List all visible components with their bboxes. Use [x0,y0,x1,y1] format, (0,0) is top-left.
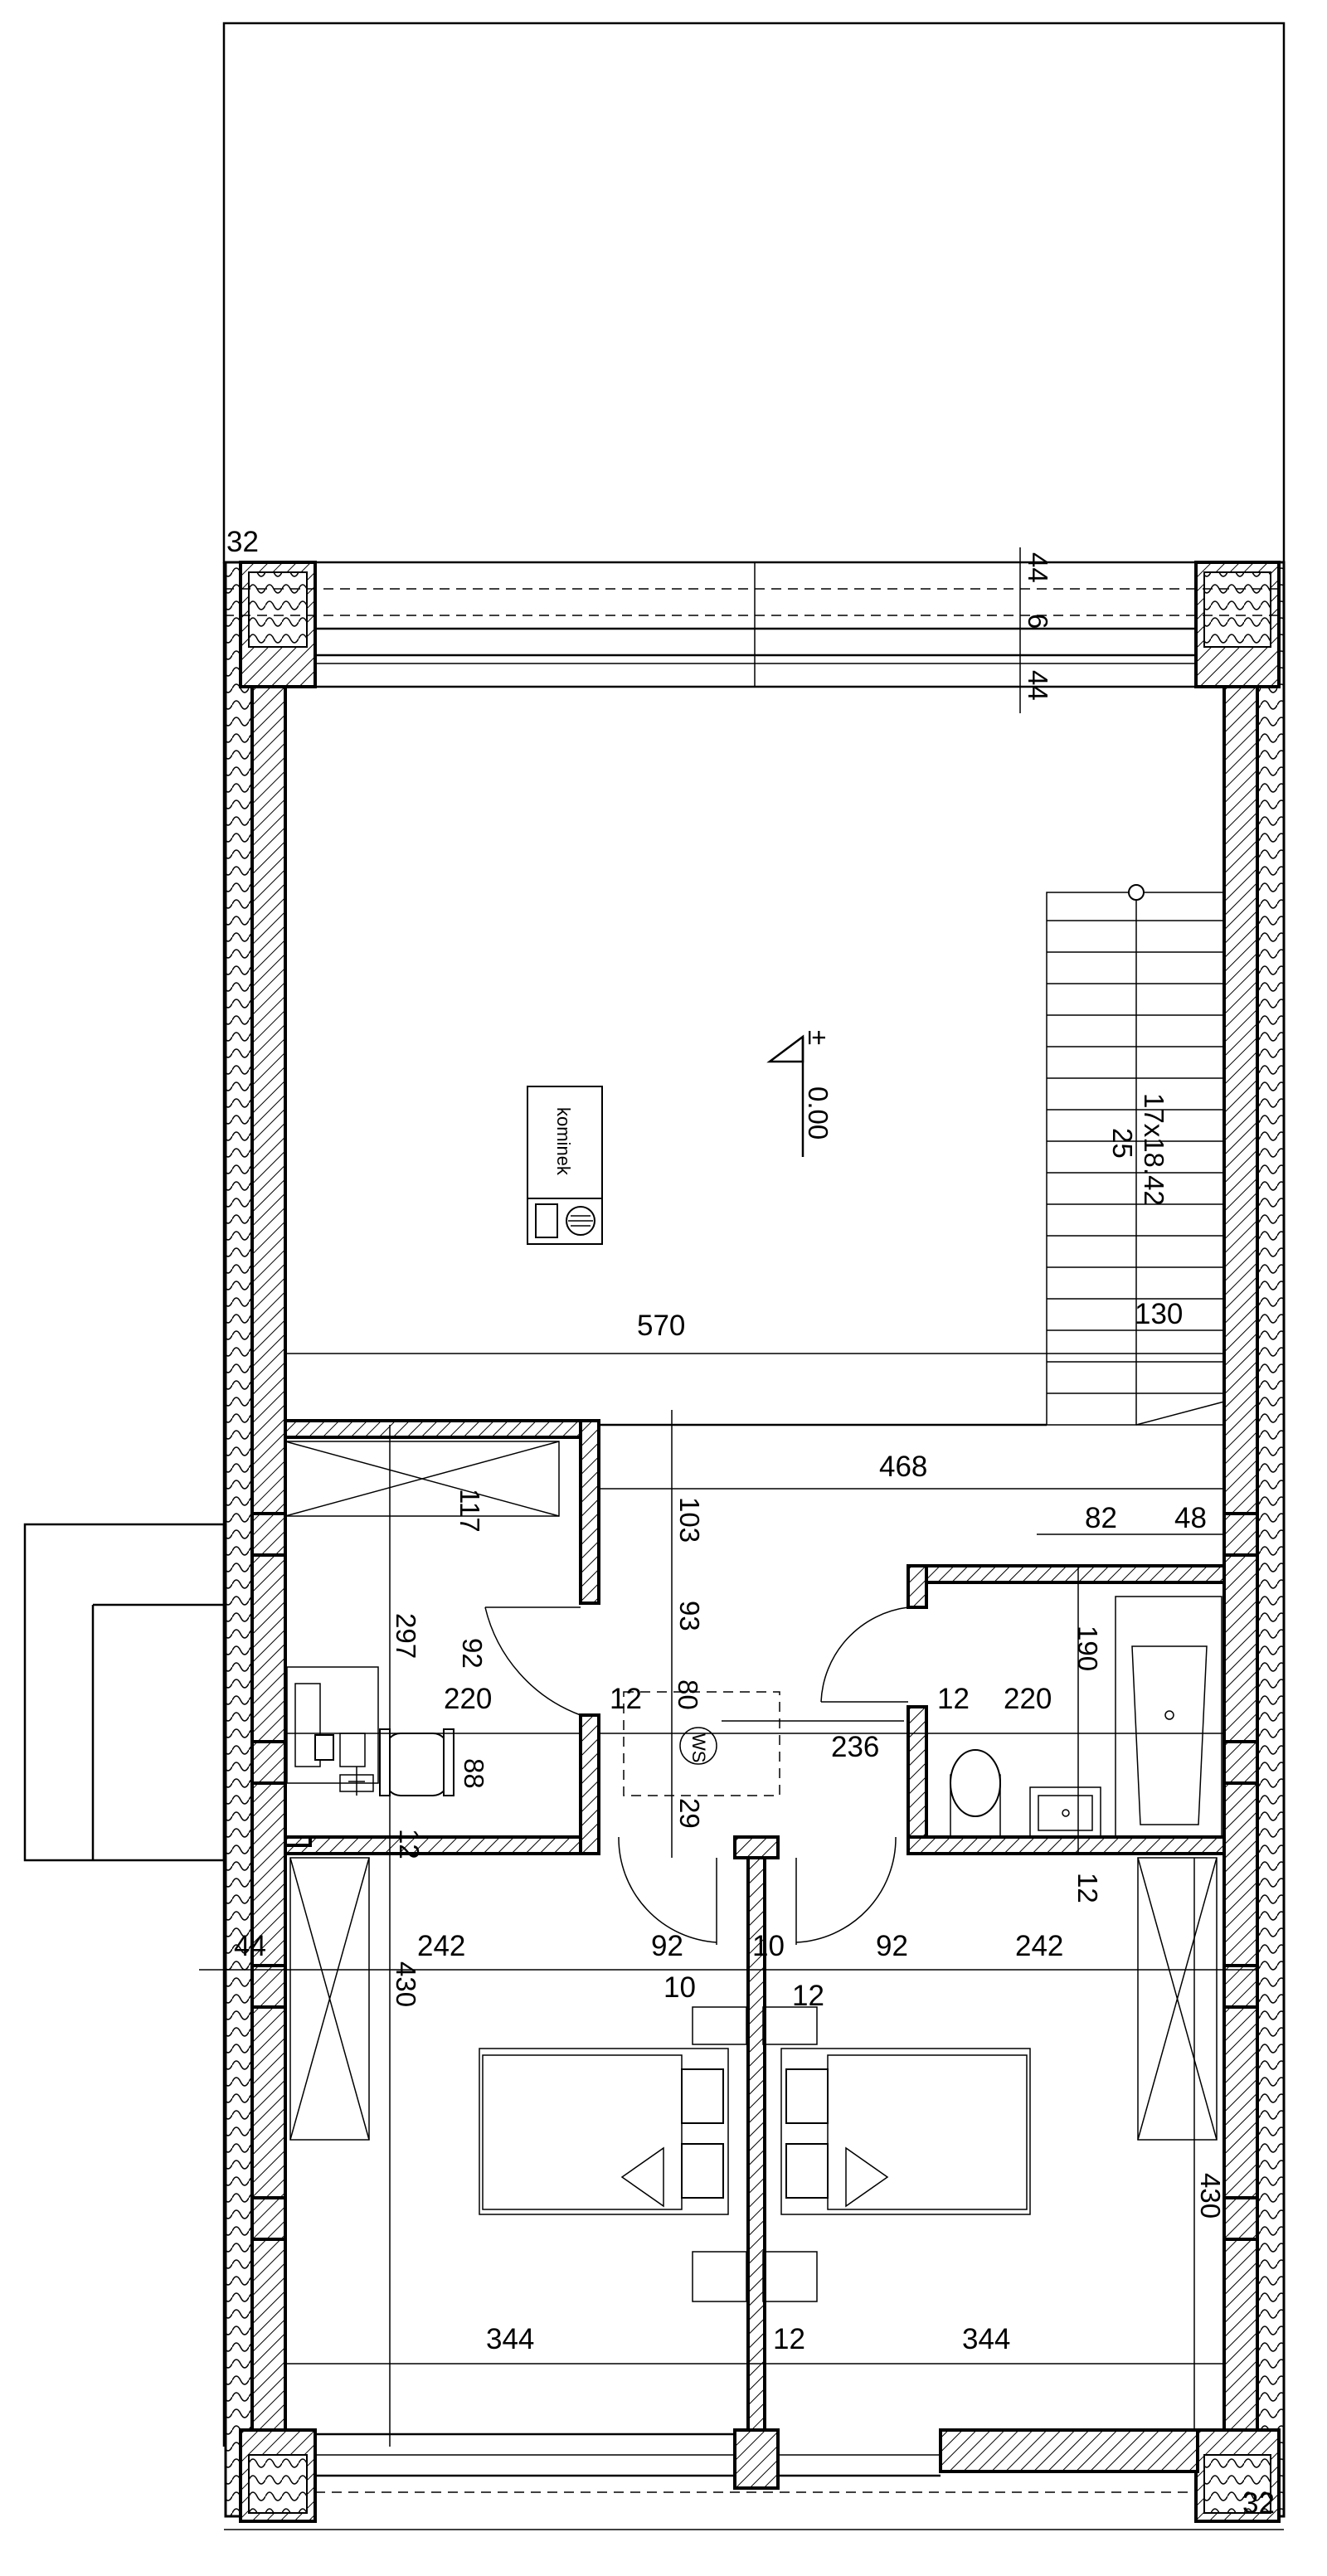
washing-label: WS [688,1733,709,1762]
dim-430-left: 430 [391,1961,421,2007]
dim-297: 297 [391,1613,421,1659]
dimension-lines [199,547,1257,2447]
bathroom-fixtures [950,1596,1222,1838]
dim-10-a: 10 [752,1930,785,1962]
dim-220-right: 220 [1004,1683,1052,1715]
dim-93: 93 [674,1601,705,1631]
dim-92-left: 92 [651,1930,683,1962]
dim-44-b: 44 [1023,670,1053,701]
dim-32-top: 32 [226,526,259,558]
fireplace-label: kominek [553,1107,574,1176]
level-value: 0.00 [803,1086,834,1140]
dim-117: 117 [454,1489,485,1533]
dim-6: 6 [1023,614,1053,629]
dim-12-d: 12 [1072,1873,1103,1903]
dim-344-right: 344 [962,2323,1010,2355]
interior-walls [250,1419,1259,2432]
stairs-tread: 25 [1107,1128,1138,1159]
dim-236: 236 [831,1731,879,1763]
dim-430-right: 430 [1195,2173,1226,2219]
dim-92-door: 92 [457,1638,488,1669]
dim-103: 103 [674,1497,705,1543]
dim-29: 29 [674,1798,705,1829]
dim-48: 48 [1174,1502,1207,1534]
right-bedroom [762,1857,1218,2302]
dim-570: 570 [637,1310,685,1342]
dim-12-c: 12 [394,1829,425,1859]
dim-10-b: 10 [664,1971,696,2004]
stairs-count: 17x18.42 [1139,1093,1169,1206]
doors [484,1606,909,1943]
dim-12-a: 12 [610,1683,642,1715]
dim-12-e: 12 [792,1980,824,2012]
left-bedroom [289,1857,747,2302]
bottom-glazing [315,2433,1196,2493]
dim-190: 190 [1072,1626,1103,1671]
level-marker: ± 0.00 [766,1030,834,1157]
dim-220-left: 220 [444,1683,492,1715]
level-sign: ± [803,1030,834,1045]
dim-44-a: 44 [1023,552,1053,583]
stairs-labels: 17x18.42 25 [1107,1093,1169,1206]
dim-242-right: 242 [1015,1930,1063,1962]
dim-88: 88 [459,1758,489,1789]
closet [284,1441,560,1517]
dim-44-left: 44 [234,1930,266,1962]
dim-80: 80 [673,1679,703,1710]
stairs [1046,884,1225,1426]
top-glazing [224,561,1284,688]
dim-130: 130 [1135,1298,1183,1330]
dim-468: 468 [879,1451,927,1483]
dim-82: 82 [1085,1502,1117,1534]
dim-92-right: 92 [876,1930,908,1962]
dim-12-f: 12 [773,2323,805,2355]
dim-344-left: 344 [486,2323,534,2355]
fireplace: kominek [527,1086,603,1245]
desk-area [286,1666,454,1796]
dim-32-bottom: 32 [1242,2487,1275,2520]
washing-machine: WS [623,1691,780,1796]
dim-12-b: 12 [937,1683,970,1715]
dim-242-left: 242 [417,1930,465,1962]
annex-outline [23,1523,226,1862]
dimension-texts: 32 44 6 44 570 130 468 82 48 117 103 297… [226,526,1275,2520]
